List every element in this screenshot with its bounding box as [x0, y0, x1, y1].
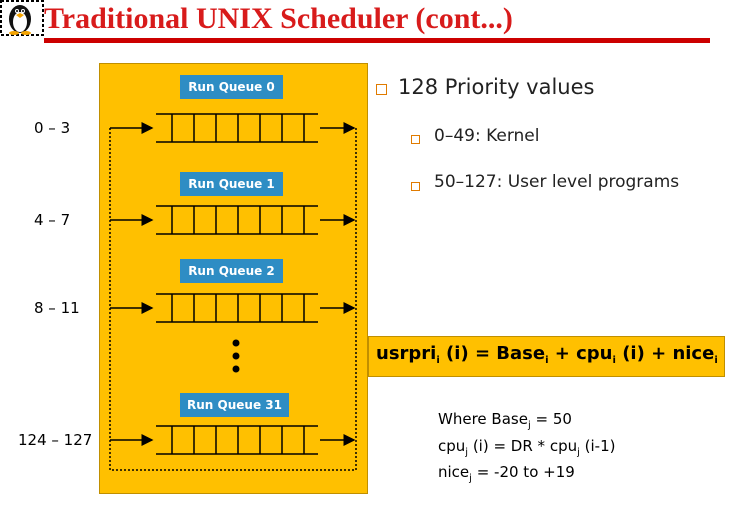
tux-penguin-icon	[0, 0, 44, 36]
run-queue-31-label: Run Queue 31	[180, 393, 289, 417]
definition-base: Where Basej = 50	[438, 410, 572, 431]
definition-nice: nicej = -20 to +19	[438, 463, 575, 484]
run-queue-0-label: Run Queue 0	[180, 75, 283, 99]
ellipsis-dot	[232, 339, 240, 347]
bullet-icon	[376, 84, 387, 95]
priority-range-0: 0 – 3	[34, 119, 71, 137]
bullet-main: 128 Priority values	[398, 75, 595, 99]
formula-box	[368, 336, 725, 377]
priority-range-31: 124 – 127	[18, 431, 93, 449]
usrpri-formula: usrprii (i) = Basei + cpui (i) + nicei	[376, 343, 718, 366]
ellipsis-dot	[232, 365, 240, 373]
dotted-loop-line	[109, 128, 357, 471]
bullet-user: 50–127: User level programs	[434, 172, 680, 192]
priority-range-2: 8 – 11	[34, 299, 80, 317]
run-queue-1-label: Run Queue 1	[180, 172, 283, 196]
bullet-kernel: 0–49: Kernel	[434, 126, 540, 146]
sub-bullet-icon	[411, 135, 420, 144]
run-queue-2-label: Run Queue 2	[180, 259, 283, 283]
definition-cpu: cpuj (i) = DR * cpuj (i-1)	[438, 437, 616, 458]
sub-bullet-icon	[411, 182, 420, 191]
priority-range-1: 4 – 7	[34, 211, 71, 229]
slide-title: Traditional UNIX Scheduler (cont...)	[44, 2, 513, 35]
title-underline	[44, 38, 710, 43]
ellipsis-dot	[232, 352, 240, 360]
